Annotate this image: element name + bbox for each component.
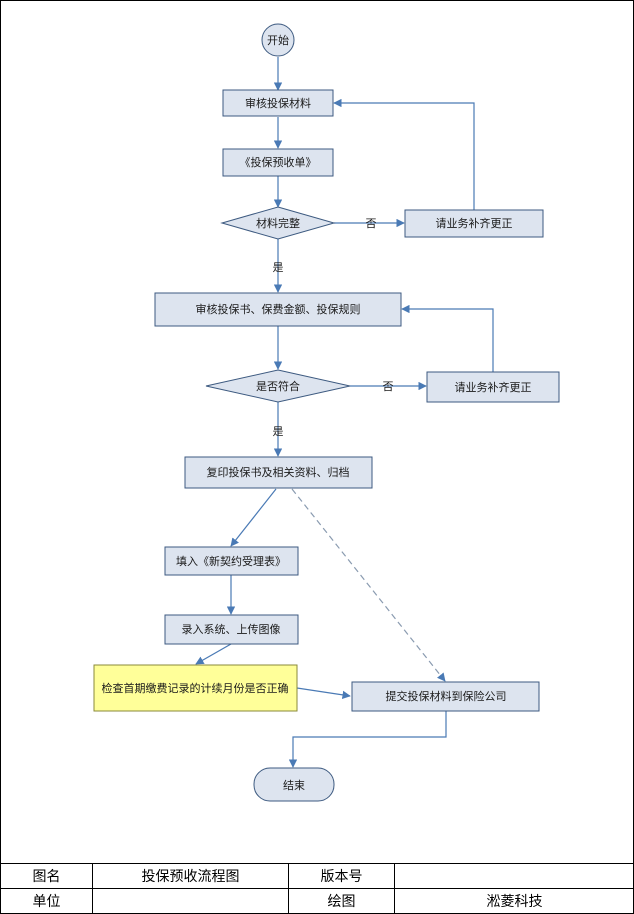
- edge-supplement1-back: [333, 98, 475, 210]
- supplement-box-1: 请业务补齐更正: [404, 209, 544, 238]
- enter-system-box: 录入系统、上传图像: [164, 614, 299, 645]
- edge-archive-submit-dashed: [291, 488, 446, 682]
- supplement-1-label: 请业务补齐更正: [436, 216, 513, 230]
- pre-receipt-label: 《投保预收单》: [240, 155, 317, 169]
- flowchart: 否 是 否 是 开始 审核投保材料 《投保预收单》 材料完整 请业务补齐更正 审…: [93, 23, 560, 802]
- materials-complete-decision: 材料完整: [220, 206, 336, 240]
- label-yes-1: 是: [273, 261, 284, 274]
- copy-archive-label: 复印投保书及相关资料、归档: [207, 465, 350, 479]
- supplement-2-label: 请业务补齐更正: [455, 380, 532, 394]
- edge-enter-check: [195, 643, 232, 665]
- info-table: 图名 投保预收流程图 版本号 单位 绘图 淞菱科技: [0, 863, 634, 914]
- label-version: 版本号: [288, 863, 395, 889]
- edge-check-submit: [296, 687, 351, 700]
- edge-archive-fillform: [230, 488, 277, 547]
- end-label: 结束: [283, 779, 305, 792]
- label-unit: 单位: [0, 888, 93, 914]
- chart-name-value: 投保预收流程图: [92, 863, 289, 889]
- check-payment-box: 检查首期缴费记录的计续月份是否正确: [93, 664, 298, 712]
- version-value: [394, 863, 634, 889]
- unit-value: [92, 888, 289, 914]
- review-policy-box: 审核投保书、保费金额、投保规则: [154, 292, 402, 327]
- info-row-1: 图名 投保预收流程图 版本号: [0, 863, 634, 889]
- is-compliant-label: 是否符合: [256, 379, 300, 393]
- drawn-by-value: 淞菱科技: [394, 888, 634, 914]
- review-materials-label: 审核投保材料: [245, 96, 311, 110]
- label-no-1: 否: [366, 217, 377, 230]
- review-materials-box: 审核投保材料: [222, 89, 334, 117]
- materials-complete-label: 材料完整: [256, 216, 300, 230]
- review-policy-label: 审核投保书、保费金额、投保规则: [196, 302, 361, 316]
- pre-receipt-box: 《投保预收单》: [222, 148, 334, 177]
- label-no-2: 否: [383, 380, 394, 393]
- label-drawn-by: 绘图: [288, 888, 395, 914]
- edge-submit-end: [288, 711, 447, 768]
- check-payment-label: 检查首期缴费记录的计续月份是否正确: [102, 681, 289, 695]
- submit-box: 提交投保材料到保险公司: [351, 681, 540, 712]
- label-yes-2: 是: [273, 425, 284, 438]
- edge-supplement2-back: [401, 304, 494, 372]
- info-row-2: 单位 绘图 淞菱科技: [0, 888, 634, 914]
- enter-system-label: 录入系统、上传图像: [182, 623, 281, 636]
- end-node: 结束: [253, 767, 335, 802]
- edges: [195, 57, 494, 768]
- submit-label: 提交投保材料到保险公司: [386, 689, 507, 703]
- fill-form-box: 填入《新契约受理表》: [164, 546, 299, 576]
- supplement-box-2: 请业务补齐更正: [426, 371, 560, 403]
- start-node: 开始: [261, 23, 295, 57]
- is-compliant-decision: 是否符合: [205, 369, 351, 403]
- copy-archive-box: 复印投保书及相关资料、归档: [184, 456, 373, 489]
- start-label: 开始: [267, 33, 289, 47]
- label-chart-name: 图名: [0, 863, 93, 889]
- fill-form-label: 填入《新契约受理表》: [176, 554, 286, 568]
